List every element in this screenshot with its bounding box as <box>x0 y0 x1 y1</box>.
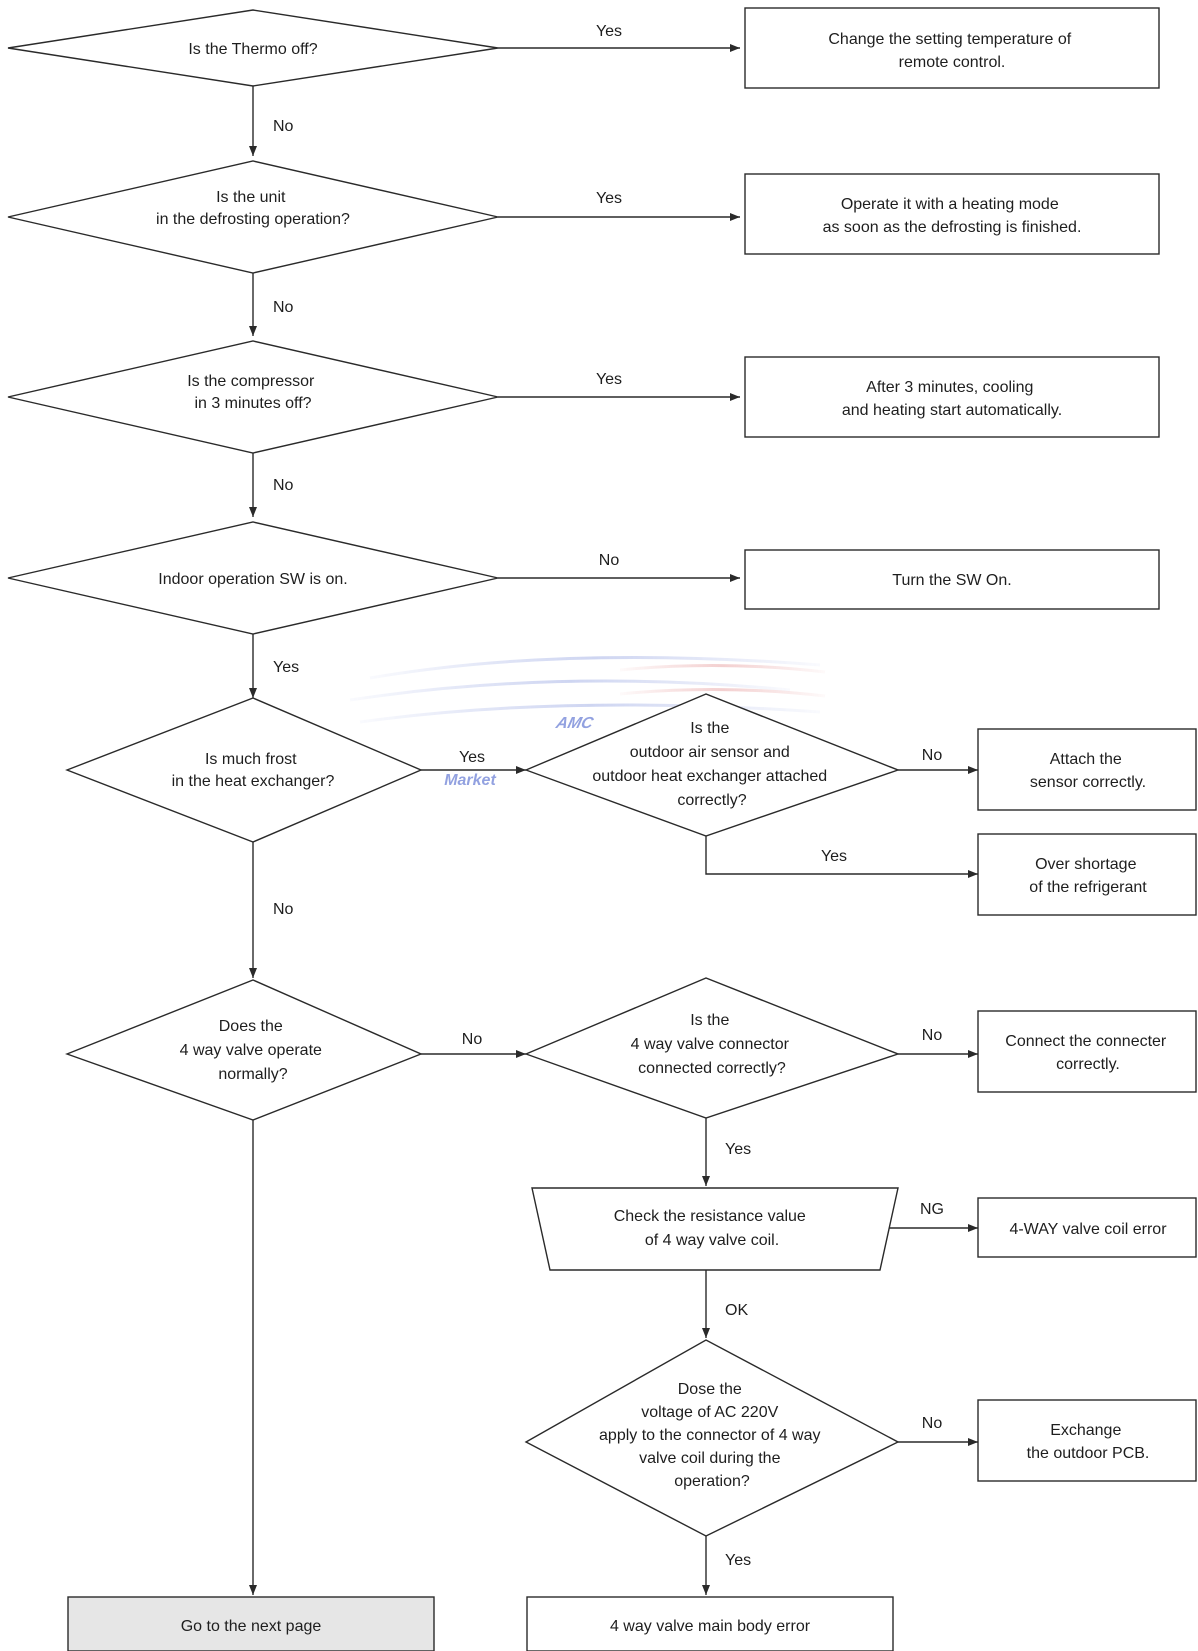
action-change-setting: Change the setting temperature of remote… <box>744 7 1160 89</box>
action-text: Connect the connecter correctly. <box>1005 1033 1170 1073</box>
action-text: 4 way valve main body error <box>610 1618 811 1635</box>
action-text: Operate it with a heating mode as soon a… <box>823 196 1082 236</box>
label-defrost-no: No <box>273 299 294 316</box>
decision-diamond <box>7 9 499 87</box>
action-box <box>744 549 1160 610</box>
next-page-text[interactable]: Go to the next page <box>181 1618 322 1635</box>
action-box <box>977 728 1197 811</box>
decision-indoor-sw: Indoor operation SW is on. <box>7 521 499 635</box>
decision-compressor-off: Is the compressor in 3 minutes off? <box>7 340 499 454</box>
check-coil-resistance: Check the resistance value of 4 way valv… <box>531 1187 899 1271</box>
watermark-subtitle: Market <box>444 772 496 789</box>
decision-text: Is the Thermo off? <box>188 41 317 58</box>
label-frost-yes: Yes <box>459 749 485 766</box>
action-box <box>977 833 1197 916</box>
label-compressor-no: No <box>273 477 294 494</box>
decision-text: Is the unit in the defrosting operation? <box>156 189 350 228</box>
decision-text: Dose the voltage of AC 220V apply to the… <box>599 1381 825 1490</box>
action-attach-sensor: Attach the sensor correctly. <box>977 728 1197 811</box>
decision-diamond <box>524 1339 900 1537</box>
action-box <box>744 173 1160 255</box>
action-text: Attach the sensor correctly. <box>1030 751 1146 791</box>
action-main-body-error: 4 way valve main body error <box>526 1596 894 1651</box>
decision-text: Is much frost in the heat exchanger? <box>172 751 335 790</box>
edge-sensor-yes <box>705 836 978 878</box>
action-exchange-pcb: Exchange the outdoor PCB. <box>977 1399 1197 1482</box>
check-text: Check the resistance value of 4 way valv… <box>614 1208 811 1249</box>
decision-thermo-off: Is the Thermo off? <box>7 9 499 87</box>
decision-text: Indoor operation SW is on. <box>158 571 347 588</box>
action-box <box>977 1399 1197 1482</box>
action-text: Change the setting temperature of remote… <box>828 31 1075 71</box>
label-frost-no: No <box>273 901 294 918</box>
action-box <box>744 356 1160 438</box>
action-text: Over shortage of the refrigerant <box>1029 856 1147 896</box>
label-thermo-no: No <box>273 118 294 135</box>
watermark-title: AMC <box>553 714 595 732</box>
action-next-page[interactable]: Go to the next page <box>67 1596 435 1651</box>
action-text: Turn the SW On. <box>892 572 1011 589</box>
action-text: 4-WAY valve coil error <box>1009 1221 1167 1238</box>
label-connector-yes: Yes <box>725 1141 751 1158</box>
action-text: After 3 minutes, cooling and heating sta… <box>842 379 1062 419</box>
decision-text: Does the 4 way valve operate normally? <box>180 1018 327 1083</box>
action-box <box>526 1596 894 1651</box>
connectors <box>249 44 978 1595</box>
decision-diamond <box>65 697 423 843</box>
decision-defrosting: Is the unit in the defrosting operation? <box>7 160 499 274</box>
label-compressor-yes: Yes <box>596 371 622 388</box>
action-auto-start: After 3 minutes, cooling and heating sta… <box>744 356 1160 438</box>
label-valve-no: No <box>462 1031 483 1048</box>
label-coil-ok: OK <box>725 1302 748 1319</box>
decision-valve-connector: Is the 4 way valve connector connected c… <box>524 977 901 1119</box>
decision-diamond <box>65 979 423 1121</box>
decision-frost: Is much frost in the heat exchanger? <box>65 697 423 843</box>
label-connector-no: No <box>922 1027 943 1044</box>
decision-diamond <box>524 693 901 837</box>
decision-diamond <box>7 521 499 635</box>
action-box <box>977 1010 1197 1093</box>
action-box <box>744 7 1160 89</box>
label-thermo-yes: Yes <box>596 23 622 40</box>
action-box <box>977 1197 1197 1258</box>
decision-voltage-apply: Dose the voltage of AC 220V apply to the… <box>524 1339 900 1537</box>
label-coil-ng: NG <box>920 1201 944 1218</box>
action-turn-sw-on: Turn the SW On. <box>744 549 1160 610</box>
label-sensor-yes: Yes <box>821 848 847 865</box>
decision-sensor-attached: Is the outdoor air sensor and outdoor he… <box>524 693 901 837</box>
decision-text: Is the outdoor air sensor and outdoor he… <box>592 720 831 809</box>
decision-diamond <box>7 160 499 274</box>
action-text: Exchange the outdoor PCB. <box>1027 1422 1150 1462</box>
label-defrost-yes: Yes <box>596 190 622 207</box>
label-voltage-no: No <box>922 1415 943 1432</box>
action-connect-connecter: Connect the connecter correctly. <box>977 1010 1197 1093</box>
label-voltage-yes: Yes <box>725 1552 751 1569</box>
label-sensor-no: No <box>922 747 943 764</box>
decision-text: Is the 4 way valve connector connected c… <box>631 1012 794 1077</box>
decision-text: Is the compressor in 3 minutes off? <box>187 373 319 412</box>
action-heating-mode: Operate it with a heating mode as soon a… <box>744 173 1160 255</box>
next-page-box <box>67 1596 435 1651</box>
edge-labels: Yes No Yes No Yes No No Yes Yes No Yes N… <box>273 23 944 1569</box>
watermark-logo: AMC Market <box>349 655 826 789</box>
action-coil-error: 4-WAY valve coil error <box>977 1197 1197 1258</box>
label-sw-no: No <box>599 552 620 569</box>
action-refrigerant-shortage: Over shortage of the refrigerant <box>977 833 1197 916</box>
label-sw-yes: Yes <box>273 659 299 676</box>
check-trapezoid <box>531 1187 899 1271</box>
decision-diamond <box>524 977 901 1119</box>
decision-valve-operate: Does the 4 way valve operate normally? <box>65 979 423 1121</box>
decision-diamond <box>7 340 499 454</box>
